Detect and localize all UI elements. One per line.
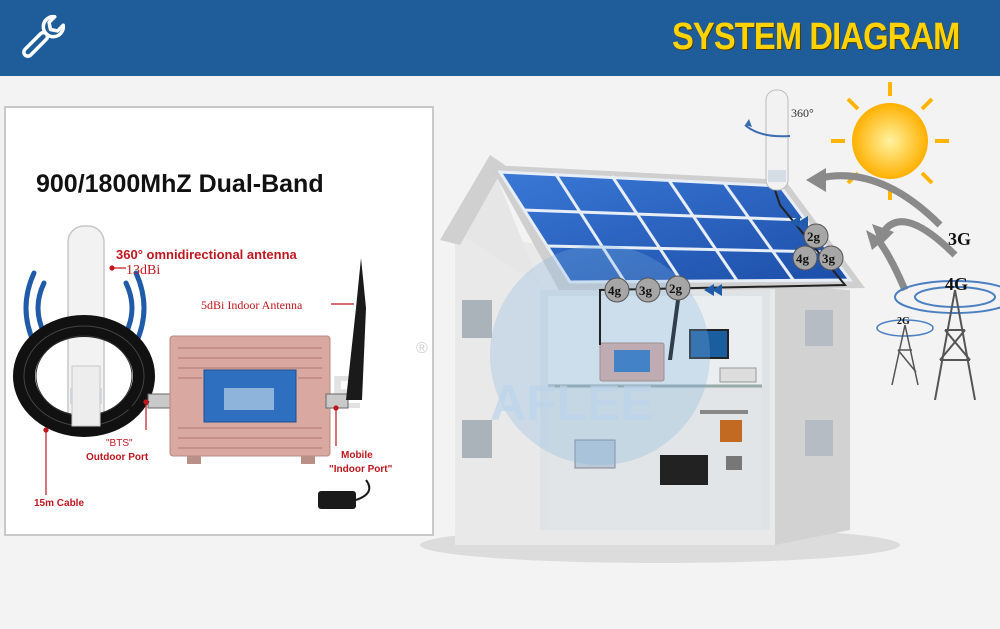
scene-watermark-text: AFLEE bbox=[490, 375, 654, 431]
cell-tower-4g bbox=[895, 281, 1000, 400]
roof-bubble-2g: 2g bbox=[807, 229, 821, 244]
roof-antenna bbox=[745, 90, 790, 190]
indoor-bubble-3g: 3g bbox=[639, 283, 653, 298]
indoor-bubble-4g: 4g bbox=[608, 283, 622, 298]
roof-bubble-3g: 3g bbox=[822, 251, 836, 266]
cell-tower-2g bbox=[877, 320, 933, 385]
indoor-band-bubbles: 4g 3g 2g bbox=[605, 276, 690, 302]
tower-3g-label: 3G bbox=[948, 229, 971, 249]
tower-2g-label: 2G bbox=[897, 316, 910, 327]
indoor-bubble-2g: 2g bbox=[669, 281, 683, 296]
roof-bubble-4g: 4g bbox=[796, 251, 810, 266]
sun-icon bbox=[831, 82, 949, 200]
rotation-label: 360° bbox=[791, 106, 814, 120]
tower-4g-label: 4G bbox=[945, 274, 968, 294]
